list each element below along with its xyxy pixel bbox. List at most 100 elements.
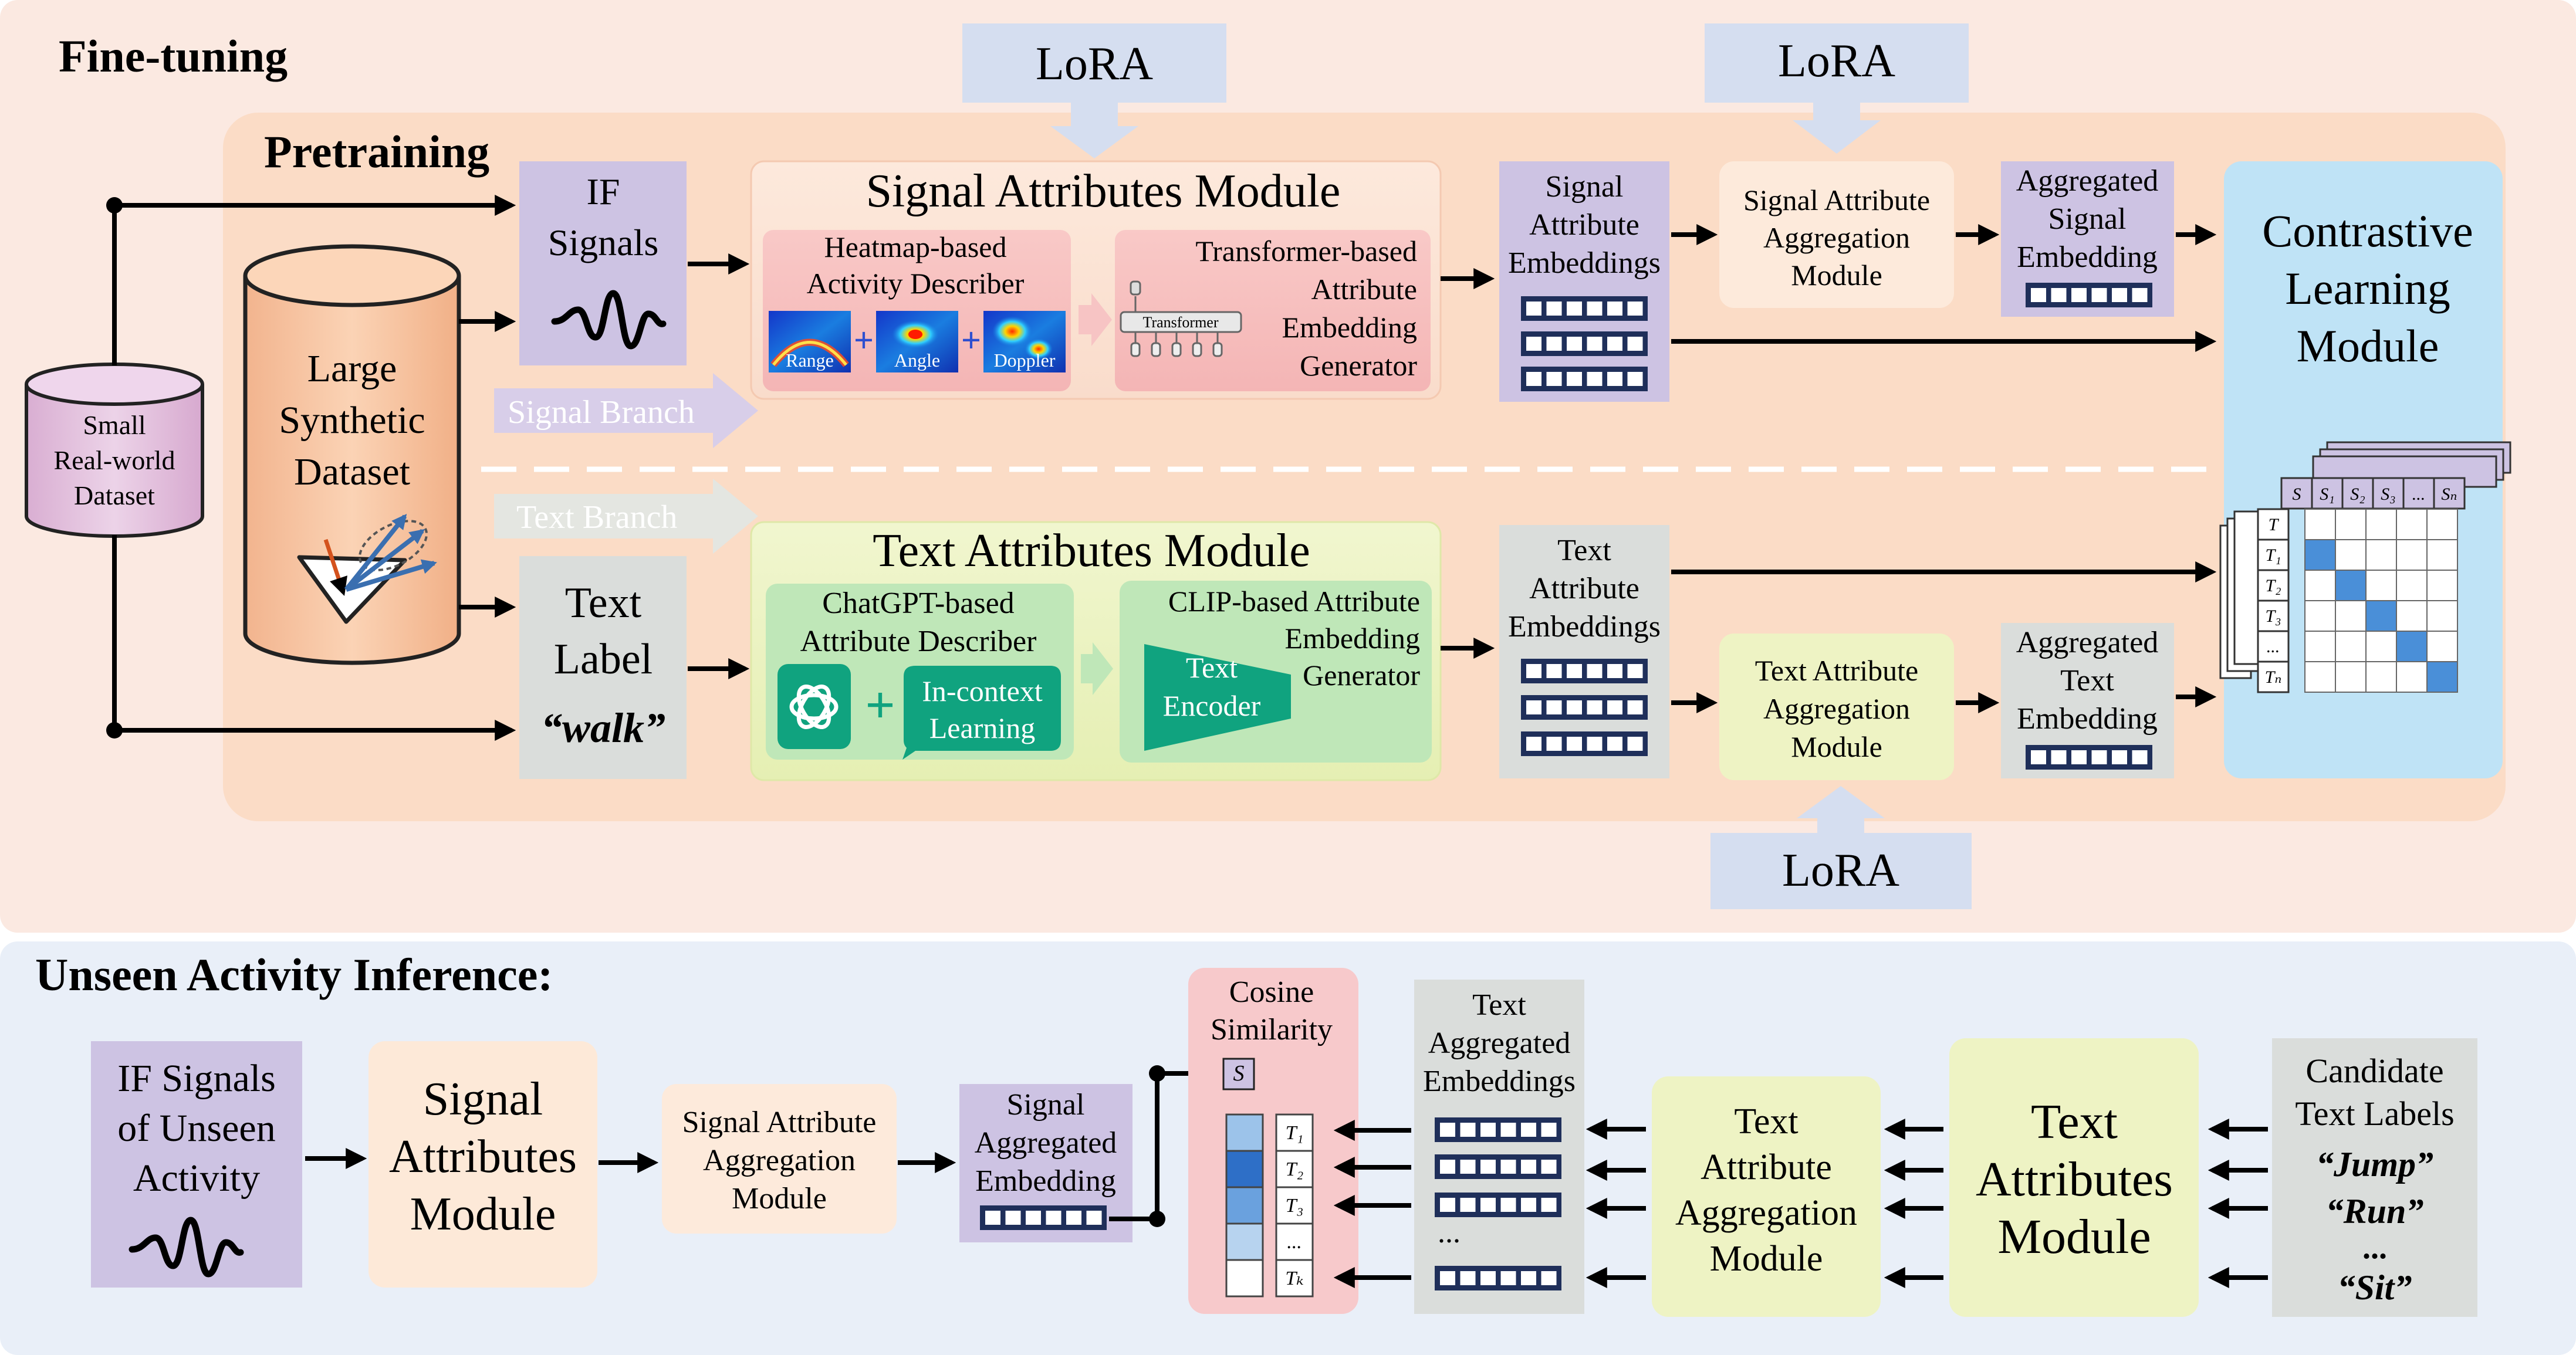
similarity-cell <box>2396 539 2428 571</box>
signal-branch-label: Signal Branch <box>508 394 695 431</box>
text-branch-arrow: Text Branch <box>494 479 758 554</box>
transformer-line-2: Attribute <box>1311 273 1417 306</box>
contrastive-s-cell <box>2433 477 2466 510</box>
pretraining-title: Pretraining <box>264 126 489 177</box>
text-attr-emb-line-2: Attribute <box>1529 572 1639 605</box>
text-label-line-1: Text <box>565 579 642 627</box>
waveform-icon <box>551 290 667 350</box>
doppler-label: Doppler <box>994 350 1056 371</box>
inference-arrows-left <box>1333 1119 2268 1288</box>
in-context-learning-bubble: In-context Learning <box>902 666 1061 760</box>
heatmap-describer-line-1: Heatmap-based <box>824 231 1007 263</box>
clip-line-1: CLIP-based Attribute <box>1168 585 1420 618</box>
similarity-cell <box>2365 631 2397 662</box>
similarity-cell <box>2335 661 2367 693</box>
text-attributes-module: Text Attributes Module ChatGPT-based Att… <box>750 521 1442 781</box>
junction-dot <box>106 197 123 214</box>
embedding-vector <box>2026 745 2152 770</box>
candidate-t-label: T₂ <box>1286 1158 1304 1180</box>
similarity-cell <box>2426 631 2458 662</box>
transformer-line-4: Generator <box>1300 349 1417 382</box>
contrastive-t-label: T₂ <box>2265 576 2281 595</box>
similarity-cell <box>2304 509 2336 540</box>
similarity-cell <box>2335 631 2367 662</box>
signal-branch-arrow: Signal Branch <box>494 373 758 448</box>
candidate-text-labels-box: Candidate Text Labels “Jump” “Run” ... “… <box>2272 1038 2477 1317</box>
aggregated-text-embedding: Aggregated Text Embedding <box>2001 623 2174 778</box>
inf-sam-line-3: Module <box>410 1188 556 1240</box>
inference-text-aggregated-embeddings: Text Aggregated Embeddings ... <box>1414 980 1584 1314</box>
similarity-cell <box>2426 509 2458 540</box>
small-dataset-line-3: Dataset <box>74 480 155 510</box>
contrastive-line-3: Module <box>2297 320 2439 371</box>
junction-dot <box>1149 1065 1165 1082</box>
similarity-cell <box>2304 600 2336 632</box>
if-signals-line-1: IF <box>587 171 620 212</box>
contrastive-t-label: ... <box>2267 637 2280 656</box>
embedding-vector <box>980 1205 1107 1230</box>
lora-label: LoRA <box>1782 845 1899 896</box>
contrastive-s-cell <box>2341 477 2374 510</box>
chatgpt-line-2: Attribute Describer <box>800 625 1037 658</box>
if-unseen-activity-box: IF Signals of Unseen Activity <box>91 1041 302 1288</box>
contrastive-s-label: S₂ <box>2350 485 2365 504</box>
signal-agg-line-3: Module <box>1791 259 1882 292</box>
signal-agg-line-1: Signal Attribute <box>1743 184 1930 216</box>
junction-dot <box>106 722 123 739</box>
range-label: Range <box>786 350 834 371</box>
signal-agg-line-2: Aggregation <box>1763 221 1910 254</box>
small-dataset-cylinder: Small Real-world Dataset <box>25 363 204 538</box>
candidate-run: “Run” <box>2326 1192 2424 1231</box>
embedding-vector <box>1521 695 1648 720</box>
signal-attr-emb-line-3: Embeddings <box>1508 246 1661 280</box>
contrastive-s-label: S₃ <box>2381 485 2395 504</box>
range-heatmap-icon: Range <box>769 311 851 372</box>
text-module-title: Text Attributes Module <box>873 525 1310 577</box>
inference-signal-attributes-module: Signal Attributes Module <box>369 1041 597 1288</box>
contrastive-t-label: T₁ <box>2265 546 2281 565</box>
if-unseen-line-2: of Unseen <box>117 1107 275 1150</box>
inf-tagg-line-2: Attribute <box>1701 1147 1832 1187</box>
similarity-cell <box>2304 631 2336 662</box>
inf-sam-line-1: Signal <box>423 1073 543 1125</box>
inf-tagg-line-4: Module <box>1710 1239 1823 1279</box>
inf-tam-line-2: Attributes <box>1976 1152 2173 1207</box>
agg-signal-line-2: Signal <box>2048 202 2127 236</box>
geometry-vector-icon <box>297 514 437 624</box>
contrastive-t-label: T <box>2269 515 2280 534</box>
inf-sagg-line-3: Module <box>732 1182 827 1215</box>
agg-signal-line-3: Embedding <box>2017 240 2158 274</box>
transformer-line-1: Transformer-based <box>1195 235 1417 267</box>
contrastive-t-cell <box>2257 599 2290 632</box>
encoder-line-1: Text <box>1186 651 1238 684</box>
transformer-diagram-icon: Transformer <box>1120 280 1242 357</box>
inf-sagg-line-2: Aggregation <box>703 1144 856 1177</box>
similarity-cell <box>2426 570 2458 601</box>
embedding-vector <box>1435 1193 1561 1217</box>
contrastive-line-2: Learning <box>2285 263 2450 314</box>
similarity-cell <box>2335 539 2367 571</box>
candidate-t-label: ... <box>1287 1231 1302 1253</box>
contrastive-t-cell <box>2257 660 2290 693</box>
candidate-t-cell <box>1275 1259 1314 1298</box>
signal-module-title: Signal Attributes Module <box>866 165 1341 217</box>
score-cell <box>1225 1113 1264 1152</box>
faint-arrow <box>1079 293 1112 346</box>
large-dataset-line-2: Synthetic <box>279 399 425 442</box>
clip-line-3: Generator <box>1303 659 1420 692</box>
similarity-cell <box>2426 600 2458 632</box>
similarity-cell <box>2396 631 2428 662</box>
embedding-vector <box>1521 331 1648 356</box>
similarity-cell <box>2396 661 2428 693</box>
if-signals-line-2: Signals <box>548 222 658 263</box>
large-dataset-line-1: Large <box>307 347 397 390</box>
in-context-line-1: In-context <box>922 675 1043 707</box>
candidate-ellipsis: ... <box>2362 1229 2387 1266</box>
lora-box-signal-aggregation: LoRA <box>1705 23 1969 154</box>
text-encoder-trapezoid: Text Encoder <box>1144 644 1291 751</box>
inf-sae-line-3: Embedding <box>975 1164 1116 1198</box>
plus-sign: + <box>854 321 874 360</box>
candidate-t-label: T₃ <box>1286 1195 1304 1217</box>
signal-aggregation-module: Signal Attribute Aggregation Module <box>1719 161 1954 308</box>
contrastive-t-label: Tₙ <box>2265 668 2282 687</box>
